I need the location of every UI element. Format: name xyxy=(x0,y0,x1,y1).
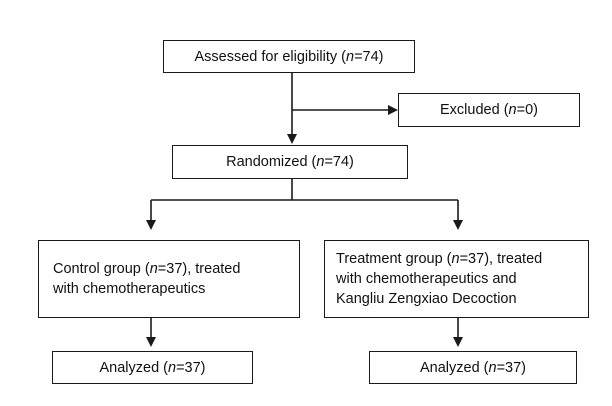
control-line-2: with chemotherapeutics xyxy=(53,281,206,297)
assessed-label: Assessed for eligibility (n=74) xyxy=(194,48,384,65)
assessed-box: Assessed for eligibility (n=74) xyxy=(163,40,415,73)
treatment-group-box: Treatment group (n=37), treated with che… xyxy=(324,240,589,318)
treatment-line-1: Treatment group (n=37), treated xyxy=(336,251,543,267)
excluded-box: Excluded (n=0) xyxy=(398,93,580,127)
analyzed-right-label: Analyzed (n=37) xyxy=(419,359,527,376)
analyzed-left-box: Analyzed (n=37) xyxy=(52,351,253,384)
control-line-1: Control group (n=37), treated xyxy=(53,261,241,277)
treatment-line-2: with chemotherapeutics and xyxy=(336,271,517,287)
treatment-line-3: Kangliu Zengxiao Decoction xyxy=(336,291,517,307)
analyzed-right-box: Analyzed (n=37) xyxy=(369,351,577,384)
excluded-label: Excluded (n=0) xyxy=(440,102,538,118)
randomized-label: Randomized (n=74) xyxy=(226,154,354,170)
randomized-box: Randomized (n=74) xyxy=(172,145,408,179)
control-group-box: Control group (n=37), treated with chemo… xyxy=(38,240,300,318)
analyzed-left-label: Analyzed (n=37) xyxy=(99,359,206,376)
